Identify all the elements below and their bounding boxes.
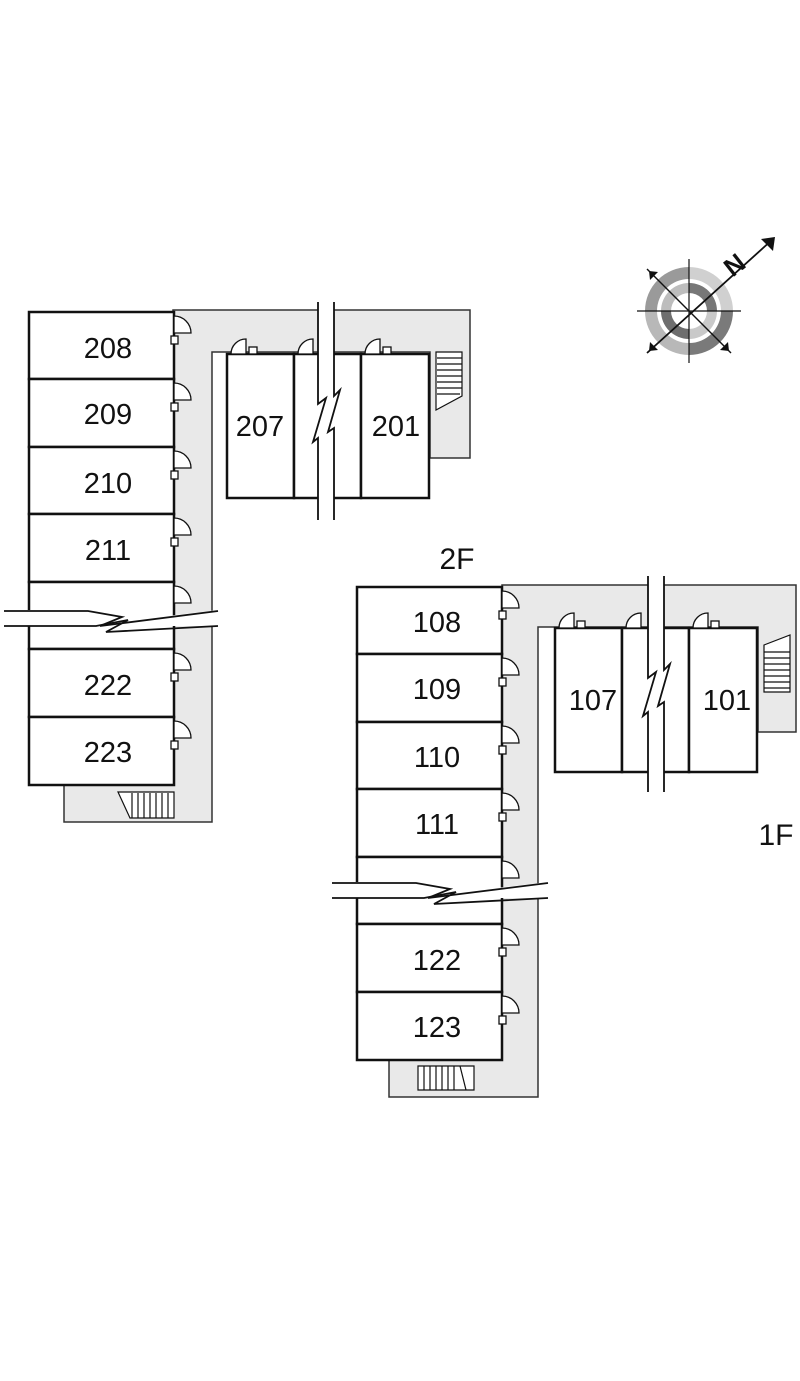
doors-2f-north	[230, 338, 392, 355]
door-icon	[173, 585, 192, 604]
door-icon	[170, 335, 179, 345]
stairs-1f-south	[417, 1065, 475, 1091]
doors-1f-west	[498, 590, 520, 1025]
room-122	[355, 922, 504, 994]
door-icon	[625, 612, 642, 629]
door-icon	[501, 860, 520, 879]
room-207	[225, 352, 296, 500]
door-icon	[498, 677, 507, 687]
floor-1f: 108 109 110 111 122 123	[332, 576, 797, 1098]
room-label-207: 207	[236, 411, 284, 443]
room-label-201: 201	[372, 411, 420, 443]
door-icon	[173, 315, 192, 334]
door-icon	[498, 812, 507, 822]
room-label-107: 107	[569, 685, 617, 717]
door-icon	[498, 1015, 507, 1025]
room-107	[553, 626, 624, 774]
room-label-209: 209	[84, 399, 132, 431]
door-icon	[498, 745, 507, 755]
room-209	[27, 377, 176, 449]
door-icon	[170, 470, 179, 480]
stairs-1f-east	[763, 634, 791, 693]
room-label-210: 210	[84, 468, 132, 500]
door-icon	[297, 338, 314, 355]
door-icon	[170, 672, 179, 682]
doors-1f-north	[558, 612, 720, 629]
door-icon	[382, 346, 392, 355]
door-icon	[173, 720, 192, 739]
compass-rose-icon	[637, 237, 775, 363]
room-label-108: 108	[413, 607, 461, 639]
door-icon	[170, 740, 179, 750]
door-icon	[364, 338, 381, 355]
room-201	[359, 352, 431, 500]
door-icon	[230, 338, 247, 355]
door-icon	[498, 947, 507, 957]
door-icon	[501, 590, 520, 609]
room-label-211: 211	[85, 535, 131, 567]
room-label-109: 109	[413, 674, 461, 706]
door-icon	[710, 620, 720, 629]
floor-2f: 208 209 210 211 222 223	[4, 302, 475, 823]
room-109	[355, 652, 504, 724]
door-icon	[501, 725, 520, 744]
door-icon	[692, 612, 709, 629]
room-222	[27, 647, 176, 719]
room-label-223: 223	[84, 737, 132, 769]
door-icon	[173, 652, 192, 671]
room-label-110: 110	[414, 742, 460, 774]
door-icon	[170, 402, 179, 412]
room-101	[687, 626, 759, 774]
doors-2f-west	[170, 315, 192, 750]
door-icon	[576, 620, 586, 629]
door-icon	[558, 612, 575, 629]
room-label-222: 222	[84, 670, 132, 702]
door-icon	[173, 382, 192, 401]
door-icon	[498, 610, 507, 620]
room-label-122: 122	[413, 945, 461, 977]
break-mark-2f-north	[311, 302, 342, 520]
stairs-2f-east	[435, 351, 463, 412]
room-label-208: 208	[84, 333, 132, 365]
room-label-101: 101	[703, 685, 751, 717]
door-icon	[248, 346, 258, 355]
floor-label-2f: 2F	[439, 543, 474, 576]
door-icon	[173, 517, 192, 536]
compass-north-label: N	[718, 247, 751, 282]
door-icon	[501, 792, 520, 811]
break-mark-1f-north	[641, 576, 672, 792]
door-icon	[501, 657, 520, 676]
break-mark-2f-west	[4, 610, 219, 633]
stairs-2f-south	[117, 791, 175, 819]
floor-label-1f: 1F	[758, 819, 793, 852]
door-icon	[501, 927, 520, 946]
break-mark-1f-west	[332, 882, 549, 905]
door-icon	[170, 537, 179, 547]
door-icon	[501, 995, 520, 1014]
room-label-111: 111	[415, 809, 459, 841]
room-123	[355, 990, 504, 1062]
room-223	[27, 715, 176, 787]
door-icon	[173, 450, 192, 469]
room-label-123: 123	[413, 1012, 461, 1044]
